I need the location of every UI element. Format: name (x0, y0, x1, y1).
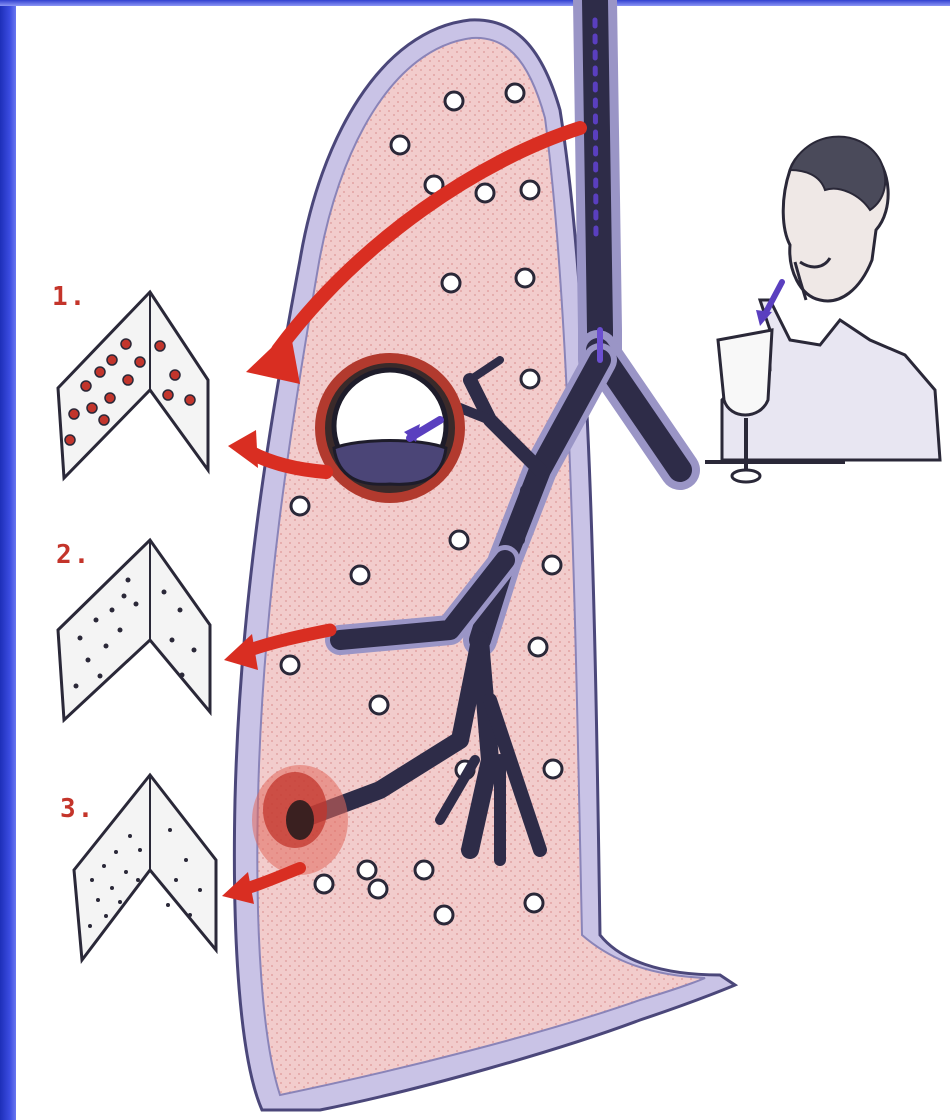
step-label-2: 2. (56, 540, 91, 570)
step-label-3: 3. (60, 794, 95, 824)
tuberculous-cavity (320, 358, 460, 498)
caseous-focus (252, 765, 348, 875)
step-label-1: 1. (52, 282, 87, 312)
person-coughing-into-cup-icon (705, 137, 940, 482)
slide-1 (58, 292, 208, 478)
